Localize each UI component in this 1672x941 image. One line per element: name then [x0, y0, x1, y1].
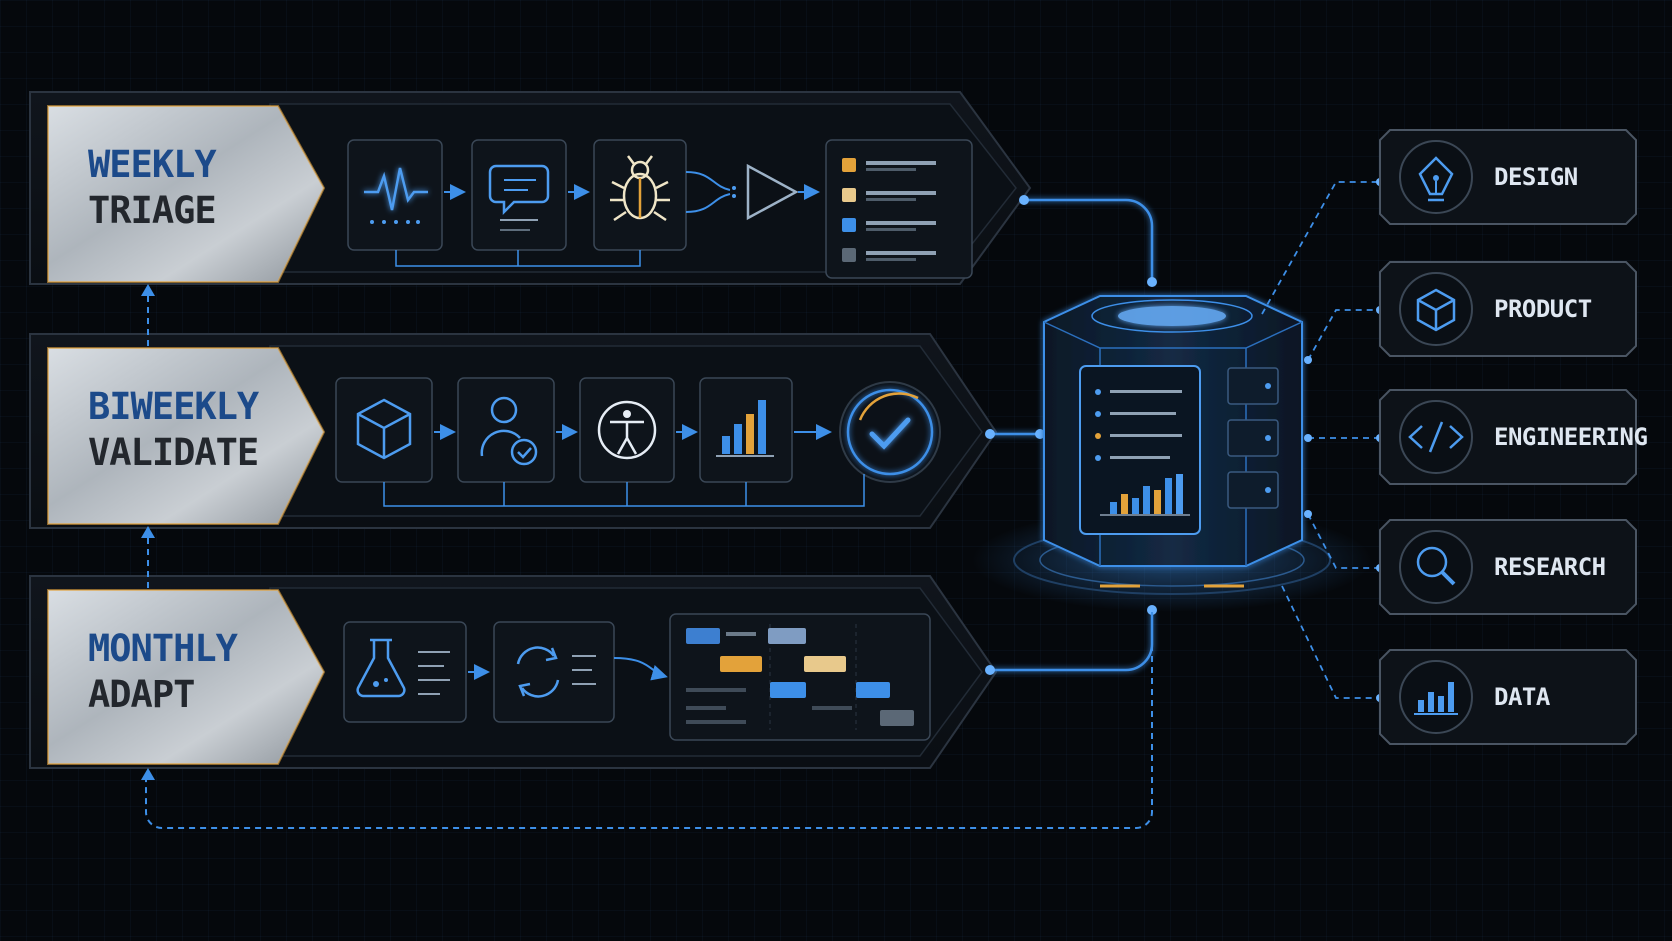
team-card-research [1379, 519, 1637, 615]
team-label-data: DATA [1494, 683, 1550, 711]
bar-chart-icon [699, 377, 793, 483]
cadence-label-biweekly: BIWEEKLY VALIDATE [88, 384, 298, 476]
team-card-data [1379, 649, 1637, 745]
escalation-arrowheads [141, 284, 155, 780]
bug-icon [593, 139, 687, 251]
bar-chart-icon [1414, 682, 1458, 715]
biweekly-pipeline [335, 377, 941, 507]
team-connectors [1261, 181, 1380, 699]
weekly-pipeline [347, 139, 973, 279]
cadence-activity: ADAPT [88, 673, 195, 716]
accessibility-icon [579, 377, 675, 483]
cadence-label-weekly: WEEKLY TRIAGE [88, 142, 298, 234]
pen-nib-icon [1418, 156, 1454, 202]
refresh-cycle-icon [493, 621, 615, 723]
magnifier-icon [1416, 546, 1456, 586]
cadence-activity: VALIDATE [88, 431, 259, 474]
team-label-research: RESEARCH [1494, 553, 1606, 581]
cadence-label-monthly: MONTHLY ADAPT [88, 626, 298, 718]
monthly-pipeline [343, 613, 931, 741]
chat-bubble-icon [471, 139, 567, 251]
team-label-engineering: ENGINEERING [1494, 423, 1648, 451]
pulse-waveform-icon [347, 139, 443, 251]
funnel-icon [746, 163, 799, 221]
cadence-frequency: MONTHLY [88, 627, 238, 670]
code-icon [1408, 421, 1464, 453]
user-check-icon [457, 377, 555, 483]
cadence-activity: TRIAGE [88, 189, 217, 232]
team-card-product [1379, 261, 1637, 357]
cadence-frequency: BIWEEKLY [88, 385, 259, 428]
team-label-design: DESIGN [1494, 163, 1578, 191]
team-label-product: PRODUCT [1494, 295, 1592, 323]
team-card-engineering [1379, 389, 1637, 485]
check-circle-icon [839, 381, 941, 483]
cube-icon [335, 377, 433, 483]
plate-weekly [47, 105, 326, 283]
cube-icon [1416, 288, 1456, 332]
plate-biweekly [47, 347, 326, 525]
priority-list-icon [825, 139, 973, 279]
plate-monthly [47, 589, 326, 765]
roadmap-board-icon [669, 613, 931, 741]
team-connector-nodes [1304, 178, 1384, 702]
cadence-frequency: WEEKLY [88, 143, 217, 186]
central-repository-hub-icon [972, 295, 1372, 612]
flask-icon [343, 621, 467, 723]
team-card-design [1379, 129, 1637, 225]
